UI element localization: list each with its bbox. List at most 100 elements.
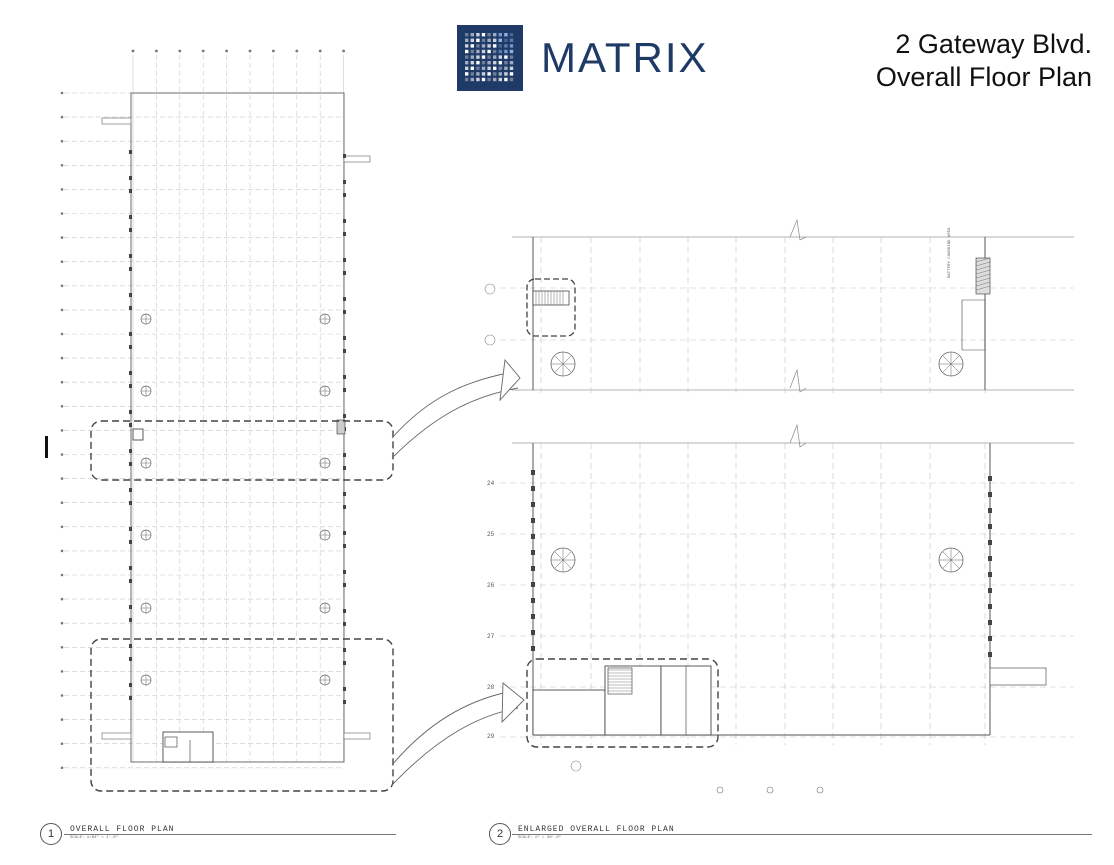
- grid-bubble: [60, 308, 64, 312]
- dock-door: [531, 582, 535, 587]
- logo-dot: [509, 66, 514, 70]
- dock-door: [531, 550, 535, 555]
- logo-dot: [487, 77, 491, 82]
- dock-door: [531, 502, 535, 507]
- grid-bubble: [60, 694, 64, 697]
- row-tag: 27: [487, 633, 495, 640]
- plan-1-scale: SCALE: 1/64" = 1'-0": [70, 836, 119, 840]
- grid-bubble: [60, 405, 64, 408]
- hatch: [975, 269, 991, 275]
- stair: [607, 667, 633, 695]
- dock-door: [531, 534, 535, 539]
- logo-dot: [493, 66, 497, 70]
- dock-door: [343, 193, 346, 197]
- logo-dot: [493, 49, 497, 54]
- dock-door: [129, 332, 132, 336]
- dock-door: [343, 232, 346, 236]
- dock-door: [988, 556, 992, 561]
- canopy: [343, 155, 371, 163]
- dock-door: [343, 544, 346, 548]
- grid-bubble: [60, 164, 64, 167]
- break-line: [789, 368, 807, 393]
- grid-bubble: [60, 573, 64, 577]
- grid-bubble: [201, 49, 205, 53]
- logo-dot: [476, 72, 480, 76]
- grid-bubble: [60, 188, 64, 191]
- logo-dot-grid: [465, 33, 514, 82]
- logo-dot: [498, 44, 502, 48]
- dock-door: [129, 462, 132, 466]
- column-bubble: [816, 786, 824, 794]
- dock-door: [129, 228, 132, 232]
- page-title: 2 Gateway Blvd. Overall Floor Plan: [876, 28, 1092, 94]
- plan-2-number: 2: [489, 823, 511, 845]
- dock-door: [129, 644, 132, 648]
- enlarged-plan-top-section: [484, 218, 1074, 395]
- canopy: [101, 117, 132, 125]
- dock-door: [129, 527, 132, 531]
- dock-door: [531, 566, 535, 571]
- plan-1-number: 1: [40, 823, 62, 845]
- logo-dot: [504, 55, 508, 59]
- dock-door: [343, 687, 346, 691]
- logo-dot: [481, 38, 486, 42]
- logo-dot: [509, 38, 514, 42]
- dock-door: [343, 219, 346, 223]
- plan-1-caption: OVERALL FLOOR PLAN: [70, 825, 175, 834]
- dock-door: [531, 614, 535, 619]
- dock-door: [343, 583, 346, 587]
- logo-dot: [476, 49, 480, 54]
- dock-door: [129, 423, 132, 427]
- leader-arrow-upper: [391, 371, 514, 439]
- logo-dot: [470, 61, 474, 65]
- grid-bubble: [60, 646, 64, 649]
- grid-bubble: [225, 49, 229, 53]
- logo-dot: [493, 33, 497, 37]
- logo-dot: [470, 66, 474, 70]
- grid-bubble: [60, 549, 64, 553]
- row-tag: 24: [487, 480, 495, 487]
- logo-dot: [493, 61, 497, 65]
- dock-door: [343, 661, 346, 665]
- dock-door: [988, 620, 992, 625]
- grid-bubble: [60, 332, 64, 336]
- matrix-logo-wordmark: MATRIX: [541, 34, 709, 81]
- logo-dot: [509, 49, 514, 54]
- logo-dot: [498, 33, 502, 37]
- logo-dot: [504, 49, 508, 54]
- plan-1-underline: [64, 834, 396, 835]
- break-line: [789, 423, 807, 448]
- dock-door: [988, 476, 992, 481]
- logo-dot: [470, 72, 474, 76]
- dock-door: [988, 572, 992, 577]
- row-tag: 29: [487, 733, 495, 740]
- grid-bubble: [60, 356, 64, 360]
- dock-door: [343, 297, 346, 301]
- logo-dot: [504, 77, 508, 82]
- logo-dot: [481, 44, 486, 48]
- logo-dot: [498, 72, 502, 76]
- logo-dot: [470, 55, 474, 59]
- grid-bubble: [60, 453, 64, 456]
- logo-dot: [465, 61, 469, 65]
- office-core: [604, 665, 662, 736]
- dock-door: [129, 501, 132, 505]
- office-room: [532, 689, 606, 736]
- logo-dot: [470, 38, 474, 42]
- dock-door: [343, 388, 346, 392]
- dock-door: [531, 630, 535, 635]
- grid-bubble: [60, 115, 64, 119]
- grid-bubble: [60, 212, 64, 215]
- office-callout: [526, 658, 719, 748]
- logo-dot: [493, 77, 497, 82]
- logo-dot: [509, 44, 514, 48]
- leader-arrow-lower: [391, 691, 509, 766]
- restroom: [164, 736, 178, 748]
- title-line-1: 2 Gateway Blvd.: [895, 29, 1092, 59]
- logo-dot: [498, 49, 502, 54]
- grid-bubble: [131, 49, 135, 53]
- logo-dot: [504, 33, 508, 37]
- dock-door: [129, 579, 132, 583]
- logo-dot: [498, 61, 502, 65]
- logo-dot: [504, 72, 508, 76]
